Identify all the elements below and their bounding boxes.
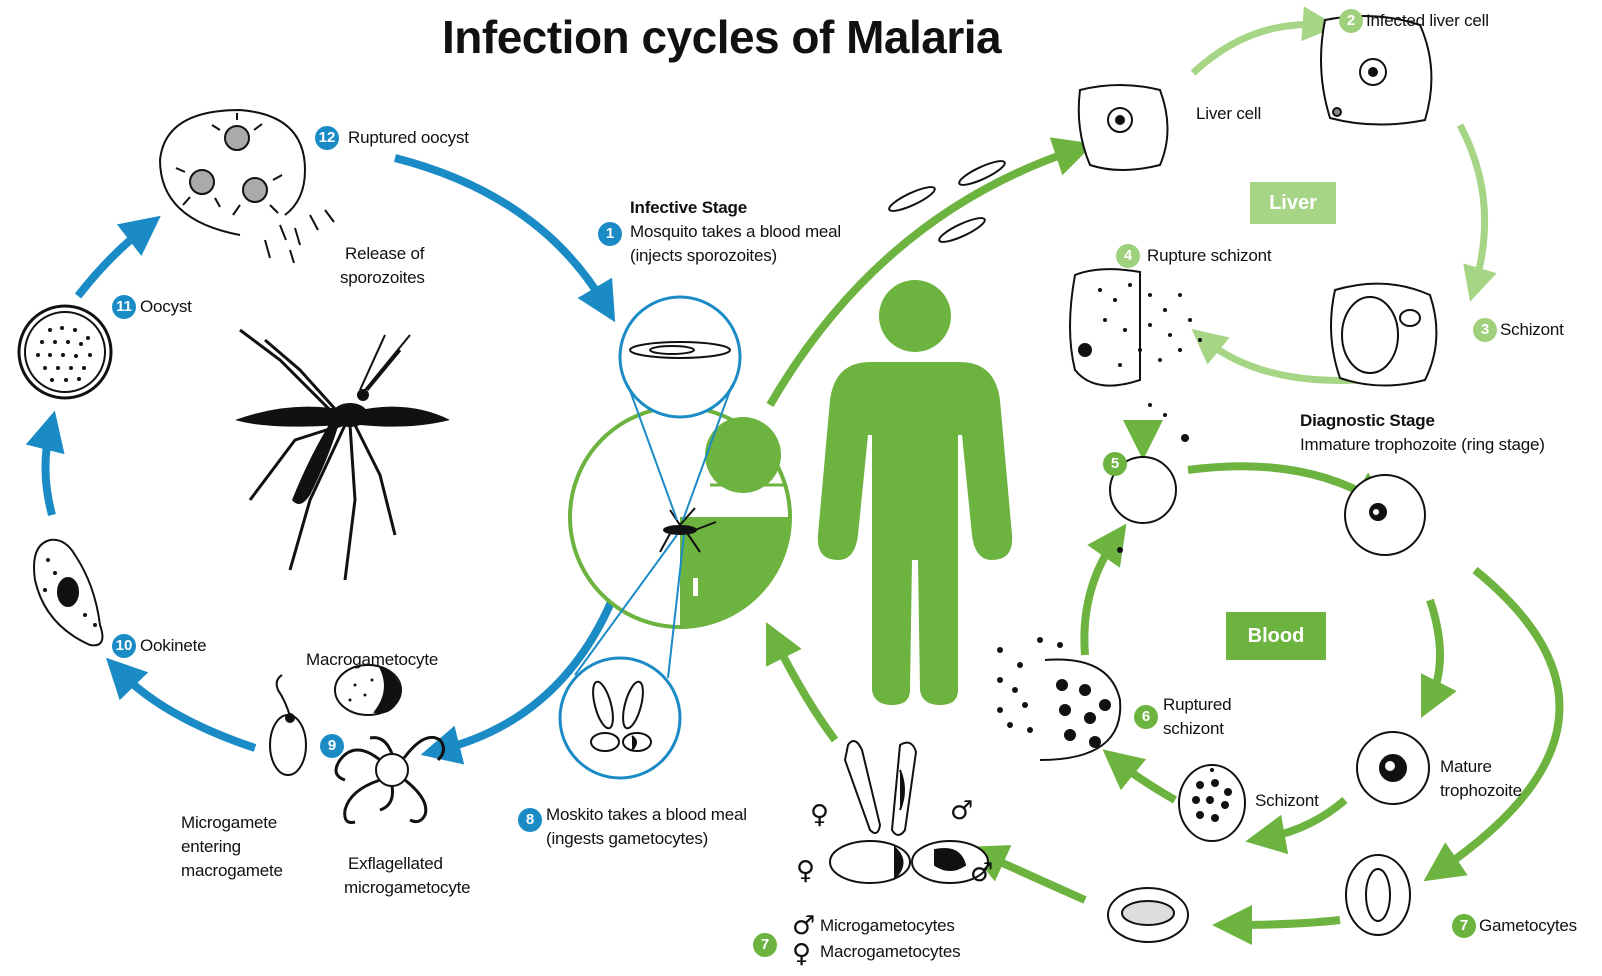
- female-symbol-2: ♀: [796, 858, 815, 884]
- stage-number-6: 6: [1134, 705, 1158, 729]
- stage6-line1: Ruptured: [1163, 694, 1231, 716]
- macrogametocyte-icon: [335, 665, 401, 715]
- diagnostic-stage-title: Diagnostic Stage: [1300, 410, 1435, 432]
- stage-number-12: 12: [315, 126, 339, 150]
- gametocyte-blood-icon: [1346, 855, 1410, 935]
- stage1-note: (injects sporozoites): [630, 245, 777, 267]
- stage7a-label: Gametocytes: [1479, 915, 1577, 937]
- region-label-liver: Liver: [1250, 182, 1336, 224]
- stage-number-1: 1: [598, 222, 622, 246]
- stage1-desc: Mosquito takes a blood meal: [630, 221, 841, 243]
- macrogametocyte-label: Macrogametocyte: [306, 649, 438, 671]
- bite-circle: [560, 297, 790, 778]
- blood-schizont-label: Schizont: [1255, 790, 1319, 812]
- stage8-line1: Moskito takes a blood meal: [546, 804, 747, 826]
- stage-number-3: 3: [1473, 318, 1497, 342]
- release-line1: Release of: [345, 243, 424, 265]
- stage4-label: Rupture schizont: [1147, 245, 1271, 267]
- stage-number-7b: 7: [753, 933, 777, 957]
- ring-stage-icon: [1345, 475, 1425, 555]
- stage12-label: Ruptured oocyst: [348, 127, 469, 149]
- oocyst-icon: [19, 306, 111, 398]
- stage7b-macro-label: Macrogametocytes: [820, 941, 960, 963]
- stage-number-4: 4: [1116, 244, 1140, 268]
- female-symbol-1: ♀: [810, 802, 829, 828]
- stage-number-11: 11: [112, 295, 136, 319]
- mosquito-icon: [235, 330, 450, 580]
- stage-number-8: 8: [518, 808, 542, 832]
- microgamete-line2: entering: [181, 836, 241, 858]
- stage1-title: Infective Stage: [630, 197, 747, 219]
- stage7b-micro-label: Microgametocytes: [820, 915, 955, 937]
- release-line2: sporozoites: [340, 267, 425, 289]
- stage-number-5: 5: [1103, 452, 1127, 476]
- ruptured-blood-schizont-icon: [997, 637, 1120, 760]
- ookinete-icon: [34, 540, 102, 646]
- blood-schizont-icon: [1179, 765, 1245, 841]
- liver-cell-icon: [1079, 85, 1168, 170]
- region-label-blood: Blood: [1226, 612, 1326, 660]
- female-symbol-legend: ♀: [792, 941, 811, 967]
- exflagellated-line2: microgametocyte: [344, 877, 470, 899]
- male-symbol-2: ♂: [970, 860, 993, 886]
- stage-number-2: 2: [1339, 9, 1363, 33]
- exflagellated-line1: Exflagellated: [348, 853, 443, 875]
- stage-number-10: 10: [112, 634, 136, 658]
- liver-cell-label: Liver cell: [1196, 103, 1261, 125]
- sporozoite-icon: [630, 342, 730, 358]
- page-title: Infection cycles of Malaria: [442, 10, 1001, 64]
- exflagellated-microgametocyte-icon: [336, 737, 444, 822]
- mature-trophozoite-line1: Mature: [1440, 756, 1492, 778]
- stage8-line2: (ingests gametocytes): [546, 828, 708, 850]
- stage3-label: Schizont: [1500, 319, 1564, 341]
- stage-number-9: 9: [320, 734, 344, 758]
- infected-liver-cell-icon: [1321, 16, 1431, 125]
- mature-trophozoite-line2: trophozoite: [1440, 780, 1522, 802]
- microgamete-entering-icon: [270, 675, 306, 775]
- stage2-label: Infected liver cell: [1366, 10, 1489, 32]
- gametocyte-elongate-icon: [1108, 888, 1188, 942]
- stage11-label: Oocyst: [140, 296, 192, 318]
- stage10-label: Ookinete: [140, 635, 206, 657]
- liver-schizont-icon: [1331, 284, 1436, 386]
- stage6-line2: schizont: [1163, 718, 1224, 740]
- sporozoites-floating: [887, 157, 1007, 246]
- mature-trophozoite-icon: [1357, 732, 1429, 804]
- stage-number-7a: 7: [1452, 914, 1476, 938]
- diagnostic-stage-desc: Immature trophozoite (ring stage): [1300, 434, 1545, 456]
- ruptured-oocyst-icon: [160, 110, 334, 263]
- microgamete-line1: Microgamete: [181, 812, 277, 834]
- male-symbol-1: ♂: [950, 798, 973, 824]
- human-figure-icon: [818, 280, 1012, 705]
- microgamete-line3: macrogamete: [181, 860, 283, 882]
- male-symbol-legend: ♂: [792, 913, 815, 939]
